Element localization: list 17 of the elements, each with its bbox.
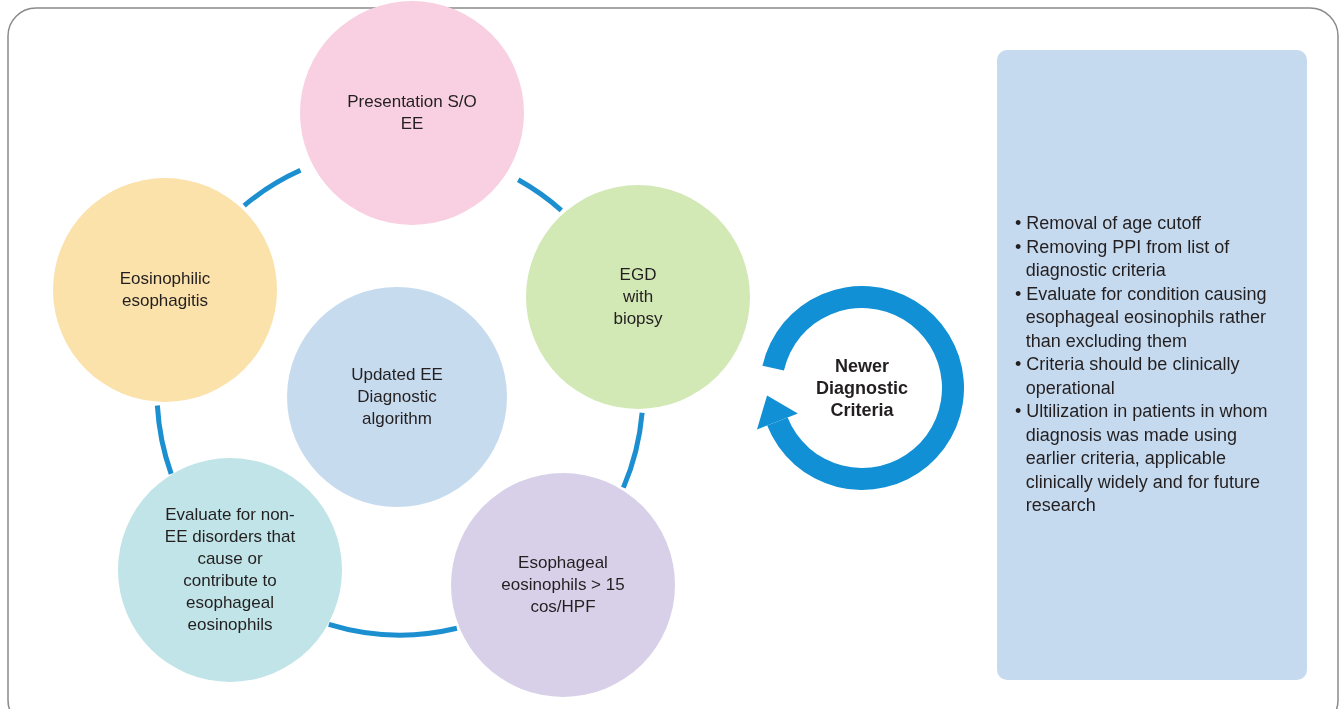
connector-arc [328,621,458,638]
node-label: Eosinophilic esophagitis [118,268,212,312]
bullet-text: • Removing PPI from list of diagnostic criteria [1015,235,1231,283]
connector-arc [621,412,645,489]
criteria-panel [997,50,1307,680]
node-label: Evaluate for non-EE disorders that cause or contribute to esophageal eosinophils [164,504,296,636]
node-label: EGD with biopsy [612,264,664,330]
connector-arc [242,168,302,208]
bullet-text: • Evaluate for condition causing esophageal eosinophils rather than excluding them [1015,282,1268,353]
connector-arc [516,177,563,213]
bullet-text: • Ultilization in patients in whom diagnosis was made using earlier criteria, applicable clinically widely and for future research [1015,400,1269,518]
bullet-text: • Criteria should be clinically operational [1015,353,1241,400]
bullet-text: • Removal of age cutoff [1015,212,1203,236]
connector-arc [154,405,174,475]
node-label: Esophageal eosinophils > 15 cos/HPF [500,552,626,618]
node-label: Presentation S/O EE [347,91,477,135]
node-label: Updated EE Diagnostic algorithm [350,364,444,430]
